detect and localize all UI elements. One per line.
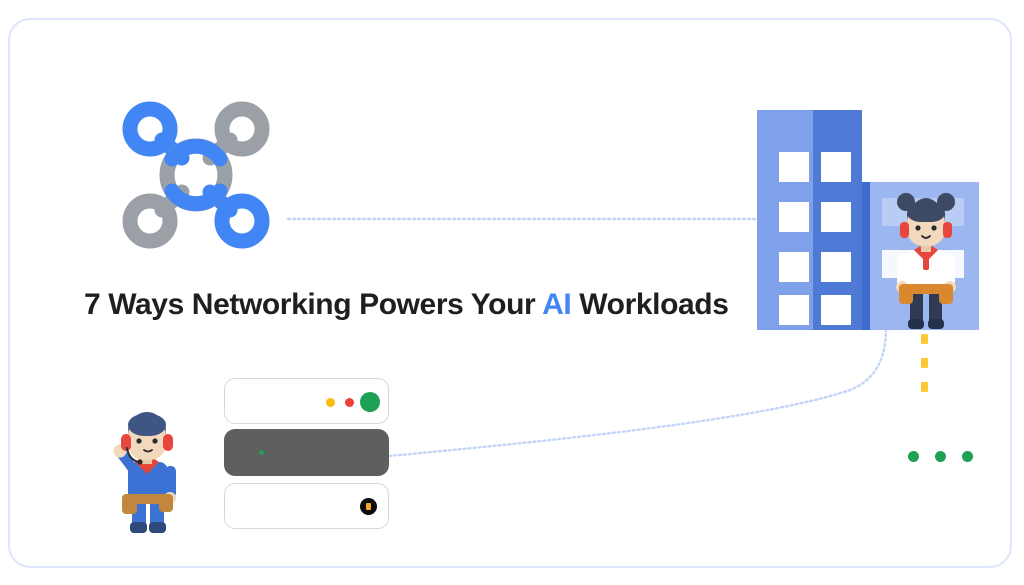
- server-rack: [224, 378, 389, 530]
- engineer-arm-left: [897, 254, 908, 288]
- engineer-scarf: [914, 246, 938, 262]
- node-top-right: [214, 101, 270, 157]
- status-led-green-small-icon: [259, 450, 264, 455]
- engineer-avatar: [884, 188, 968, 330]
- technician-mouth: [143, 449, 153, 453]
- technician-tool-pouch-left: [122, 494, 137, 514]
- node-top-left: [122, 101, 178, 157]
- technician-arm-right: [165, 466, 176, 498]
- building-window: [779, 295, 809, 325]
- building-window: [779, 152, 809, 182]
- engineer-tool-pouch-right: [939, 284, 953, 304]
- hub-ring-blue-top: [164, 138, 228, 167]
- page-title-part-2: Workloads: [571, 288, 729, 321]
- engineer-hair-cap: [907, 204, 945, 222]
- engineer-leg-right: [929, 284, 942, 328]
- yellow-dashed-connector: [921, 334, 928, 392]
- engineer-shirt: [905, 250, 947, 292]
- building-window: [821, 295, 851, 325]
- server-unit-middle[interactable]: [224, 429, 389, 476]
- building-edge-stripe: [862, 182, 870, 330]
- technician-helmet-cap: [128, 414, 166, 436]
- technician-mic-boom: [126, 447, 140, 463]
- engineer-hair-bun-right: [937, 193, 955, 211]
- engineer-leg-left: [910, 284, 923, 328]
- engineer-scarf-tail: [923, 258, 929, 270]
- engineer-hair-bun-left: [897, 193, 915, 211]
- engineer-tool-belt: [903, 284, 949, 294]
- building-window: [821, 152, 851, 182]
- technician-avatar: [101, 406, 193, 534]
- technician-eye-right: [152, 438, 158, 444]
- technician-boot-left: [130, 522, 147, 533]
- node-bottom-left: [122, 193, 178, 249]
- server-unit-top[interactable]: [224, 378, 389, 424]
- page-title-part-1: 7 Ways Networking Powers Your: [84, 288, 543, 321]
- engineer-headphone-left: [900, 222, 909, 238]
- page-title: 7 Ways Networking Powers Your AI Workloa…: [84, 285, 729, 325]
- technician-mic: [137, 459, 143, 465]
- technician-tool-pouch-right: [159, 494, 173, 512]
- hub-ring-blue-bottom: [164, 183, 228, 212]
- status-led-red-icon: [345, 398, 354, 407]
- status-dot-3: [962, 451, 973, 462]
- engineer-neck: [921, 242, 931, 252]
- building-window: [821, 202, 851, 232]
- status-dot-2: [935, 451, 946, 462]
- technician-eye-left: [136, 438, 142, 444]
- status-dot-1: [908, 451, 919, 462]
- green-status-dots: [908, 451, 973, 462]
- engineer-mouth: [921, 235, 931, 239]
- status-led-yellow-icon: [326, 398, 335, 407]
- page-title-highlight: AI: [542, 288, 572, 321]
- technician-headphone-left: [121, 434, 131, 451]
- engineer-headphone-right: [943, 222, 952, 238]
- building-window: [821, 252, 851, 282]
- engineer-shoe-left: [908, 319, 924, 329]
- engineer-shoe-right: [928, 319, 944, 329]
- engineer-arm-right: [944, 254, 955, 288]
- network-topology-icon: [112, 94, 278, 254]
- technician-headphone-right: [163, 434, 173, 451]
- engineer-tool-pouch-left: [899, 284, 913, 304]
- building-window: [779, 252, 809, 282]
- engineer-eye-left: [915, 225, 921, 231]
- status-led-green-icon: [360, 392, 380, 412]
- server-unit-bottom[interactable]: [224, 483, 389, 529]
- technician-boot-right: [149, 522, 166, 533]
- node-bottom-right: [214, 193, 270, 249]
- technician-uniform: [128, 462, 168, 502]
- power-button-icon[interactable]: [360, 498, 377, 515]
- engineer-eye-right: [931, 225, 937, 231]
- building-window: [779, 202, 809, 232]
